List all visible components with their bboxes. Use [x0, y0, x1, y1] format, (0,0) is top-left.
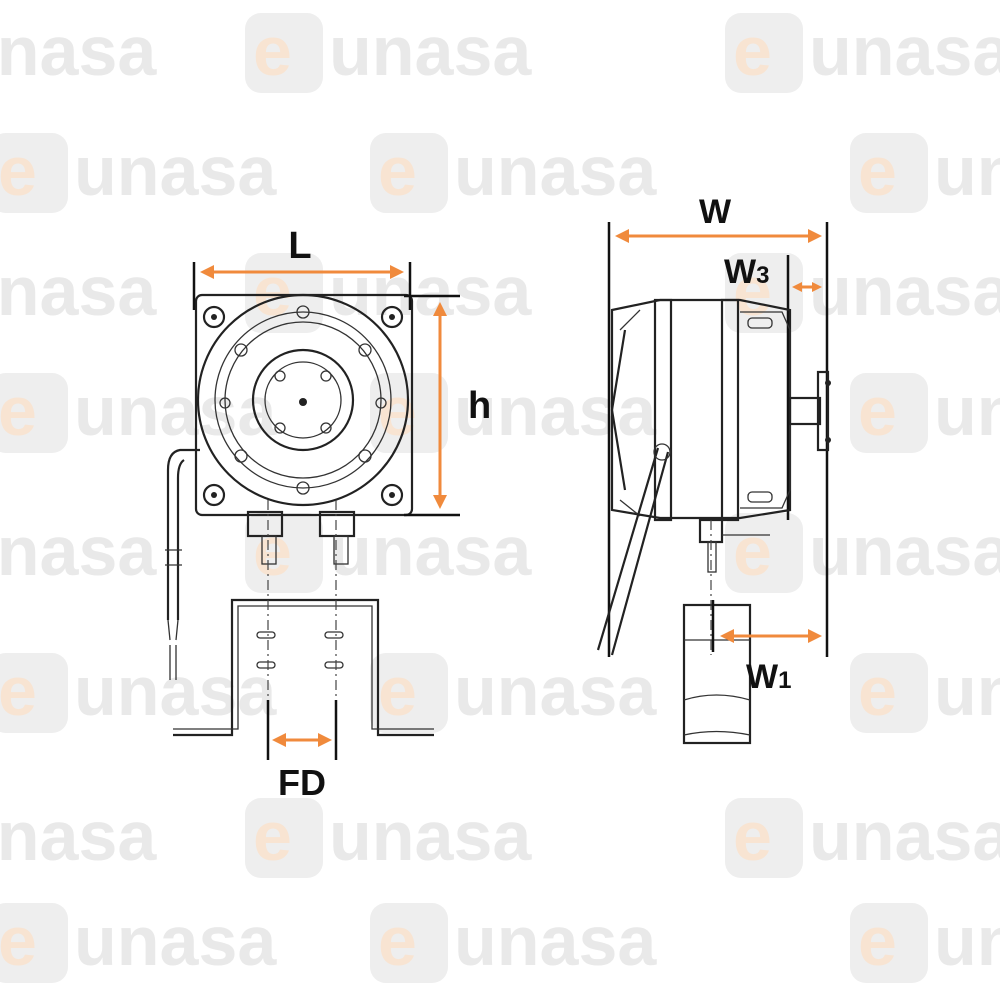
- watermark-text: unasa: [0, 512, 157, 590]
- watermark-logo-e: e: [378, 902, 417, 980]
- corner-holes: [202, 305, 404, 507]
- watermark-logo-box: [850, 133, 928, 213]
- side-view: W W3 W1: [596, 193, 831, 745]
- watermark-logo-e: e: [858, 652, 897, 730]
- cable: [166, 448, 200, 620]
- watermark-text: unasa: [454, 902, 657, 980]
- watermark-logo-e: e: [378, 372, 417, 450]
- watermark-text: unasa: [454, 132, 657, 210]
- watermark-text: unasa: [74, 132, 277, 210]
- watermark-logo-box: [850, 373, 928, 453]
- watermark-logo-box: [725, 798, 803, 878]
- watermark-text: unasa: [329, 797, 532, 875]
- watermark-text: unasa: [809, 252, 1000, 330]
- clamp-band-right: [720, 298, 740, 522]
- watermark-text: unasa: [934, 372, 1000, 450]
- watermark-text: unasa: [809, 512, 1000, 590]
- watermark-logo-box: [725, 13, 803, 93]
- watermark-logo-box: [245, 513, 323, 593]
- watermark-text: unasa: [0, 252, 157, 330]
- watermark-logo-e: e: [0, 372, 37, 450]
- side-cable: [610, 451, 670, 656]
- dim-FD-label: FD: [278, 762, 326, 803]
- watermark-logo-e: e: [253, 252, 292, 330]
- watermark-logo-e: e: [253, 797, 292, 875]
- watermark-logo-e: e: [733, 797, 772, 875]
- watermark-logo-box: [0, 373, 68, 453]
- watermark-logo-e: e: [733, 252, 772, 330]
- dim-h-label: h: [468, 385, 491, 427]
- motor-body: [610, 298, 792, 520]
- dim-W3-label: W3: [724, 253, 769, 291]
- watermark-logo-box: [370, 653, 448, 733]
- dim-L-label: L: [288, 225, 311, 267]
- watermark-logo-box: [850, 903, 928, 983]
- front-view: L h FD: [165, 225, 491, 803]
- watermark-text: unasa: [809, 12, 1000, 90]
- terminals: [246, 510, 356, 565]
- watermark-logo-e: e: [378, 652, 417, 730]
- dim-W1-label: W1: [746, 658, 791, 696]
- watermark-text: unasa: [74, 902, 277, 980]
- watermark-logo-box: [370, 373, 448, 453]
- watermark-logo-e: e: [733, 512, 772, 590]
- watermark-logo-e: e: [253, 512, 292, 590]
- watermark-logo-box: [725, 253, 803, 333]
- watermark-logo-e: e: [858, 132, 897, 210]
- shaft: [788, 396, 822, 426]
- watermark-logo-e: e: [0, 902, 37, 980]
- watermark-text: unasa: [329, 512, 532, 590]
- watermark-logo-e: e: [0, 652, 37, 730]
- watermark-logo-box: [850, 653, 928, 733]
- dim-W-label: W: [699, 193, 732, 231]
- watermark-logo-e: e: [378, 132, 417, 210]
- motor-hub: [251, 348, 355, 452]
- watermark-text: unasa: [809, 797, 1000, 875]
- watermark-text: unasa: [0, 12, 157, 90]
- watermark-logo-box: [245, 13, 323, 93]
- watermark-text: unasa: [934, 652, 1000, 730]
- watermark-text: unasa: [454, 652, 657, 730]
- watermark-logo-box: [0, 903, 68, 983]
- watermark-logo-e: e: [858, 902, 897, 980]
- watermark-logo-box: [370, 133, 448, 213]
- watermark-logo-e: e: [858, 372, 897, 450]
- watermark-text: unasa: [329, 12, 532, 90]
- hub-holes: [274, 370, 332, 434]
- bolt-holes: [219, 305, 387, 495]
- watermark-text: unasa: [934, 902, 1000, 980]
- watermark-text: unasa: [454, 372, 657, 450]
- watermark-logo-box: [370, 903, 448, 983]
- watermark-logo-box: [725, 513, 803, 593]
- side-bracket: [682, 603, 752, 745]
- motor-mid-ring: [214, 311, 392, 489]
- watermark-text: unasa: [934, 132, 1000, 210]
- bracket-slots: [256, 631, 344, 669]
- motor-outer-ring: [196, 293, 410, 507]
- watermark-layer: eunasaeunasaeunasaeunasaeunasaeunasaeuna…: [0, 12, 1000, 983]
- watermark-logo-e: e: [0, 132, 37, 210]
- shaft-flange: [816, 370, 830, 452]
- clamp-band-left: [653, 298, 673, 522]
- watermark-logo-box: [245, 798, 323, 878]
- watermark-text: unasa: [0, 797, 157, 875]
- mounting-bracket: [173, 598, 434, 737]
- watermark-logo-e: e: [733, 12, 772, 90]
- watermark-logo-box: [0, 133, 68, 213]
- watermark-text: unasa: [74, 372, 277, 450]
- watermark-text: unasa: [329, 252, 532, 330]
- watermark-logo-e: e: [253, 12, 292, 90]
- watermark-logo-box: [0, 653, 68, 733]
